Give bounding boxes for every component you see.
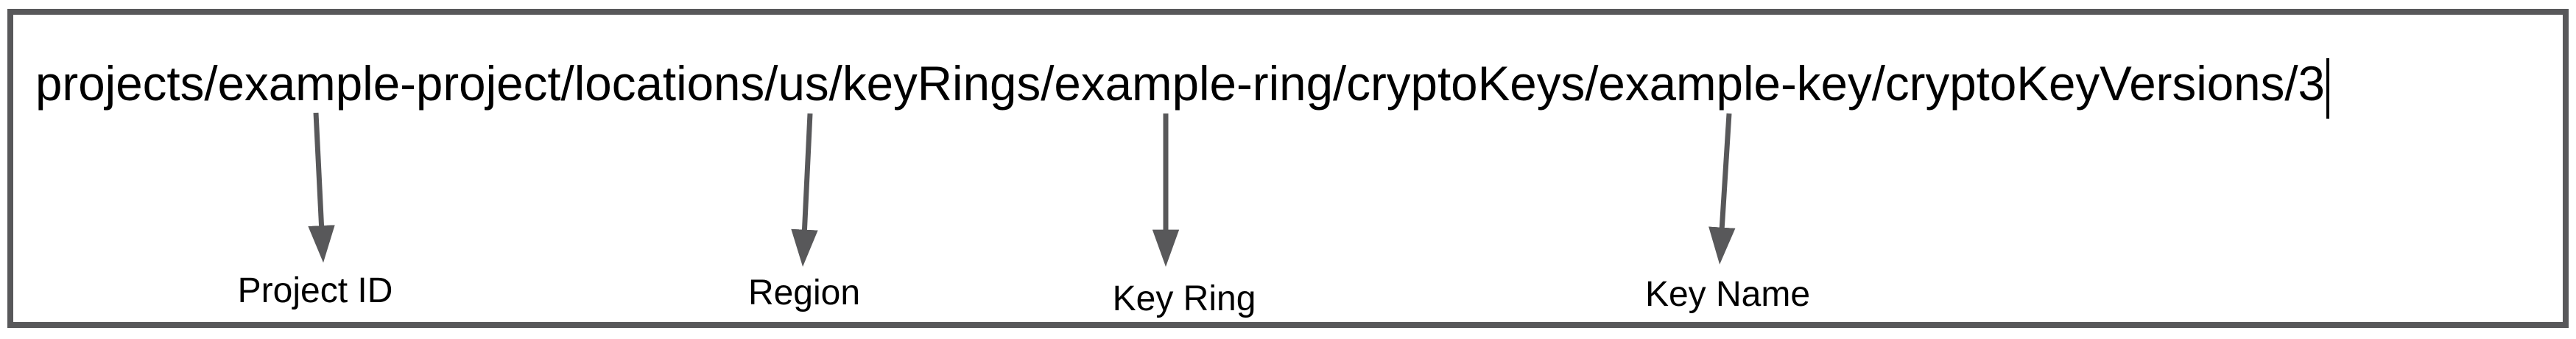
key-ring-label: Key Ring — [1112, 279, 1256, 318]
text-caret-icon — [2326, 58, 2329, 119]
resource-path-line: projects/example-project/locations/us/ke… — [35, 53, 2329, 119]
region-label: Region — [747, 273, 861, 312]
resource-path-field[interactable]: projects/example-project/locations/us/ke… — [7, 9, 2569, 328]
resource-path-text: projects/example-project/locations/us/ke… — [35, 57, 2325, 111]
project-id-label: Project ID — [237, 271, 393, 310]
key-name-label: Key Name — [1644, 275, 1811, 314]
